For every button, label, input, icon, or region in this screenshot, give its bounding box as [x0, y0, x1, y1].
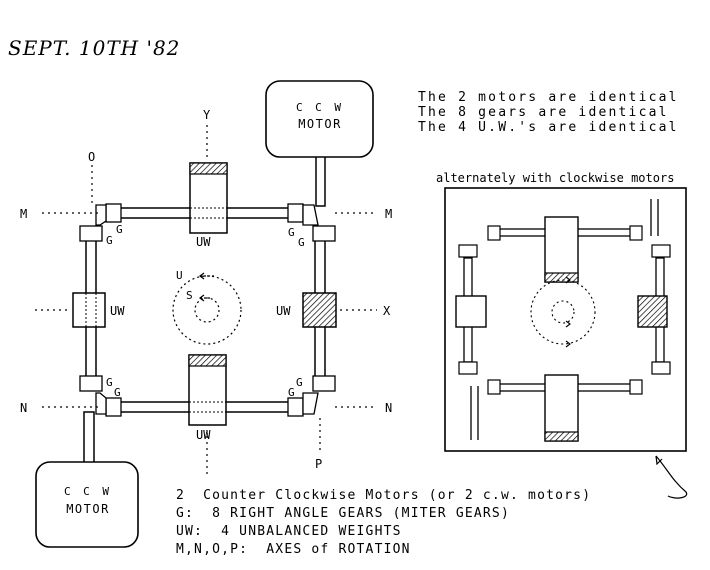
uw-label-right: UW — [276, 304, 291, 318]
fact-weights: The 4 U.W.'s are identical — [418, 120, 679, 135]
uw-label-bottom: UW — [196, 428, 211, 442]
uw-label-left: UW — [110, 304, 125, 318]
legend-gears: G: 8 RIGHT ANGLE GEARS (MITER GEARS) — [176, 506, 510, 521]
gear-label-br-2: G — [288, 386, 295, 399]
gears-main — [79, 203, 336, 417]
axis-label-u: U — [176, 269, 183, 282]
axis-label-s: S — [186, 289, 193, 302]
legend-motors: 2 Counter Clockwise Motors (or 2 c.w. mo… — [176, 488, 592, 503]
gear-label-tl-2: G — [106, 234, 113, 247]
legend: 2 Counter Clockwise Motors (or 2 c.w. mo… — [176, 487, 591, 559]
motor-top-line2: MOTOR — [298, 117, 342, 131]
rotation-arrows — [199, 272, 214, 302]
gear-label-tr-1: G — [288, 226, 295, 239]
uw-right — [302, 292, 337, 328]
inset-gears — [458, 225, 671, 395]
center-rotation — [172, 275, 242, 345]
axis-label-p: P — [315, 457, 322, 471]
axis-lines — [35, 125, 377, 475]
motor-top — [265, 80, 374, 158]
motor-bottom-line1: C C W — [64, 485, 112, 498]
axis-label-y: Y — [203, 108, 211, 122]
callout-arrow — [655, 455, 688, 499]
motor-bottom-line2: MOTOR — [66, 502, 110, 516]
date-note: SEPT. 10TH '82 — [8, 36, 181, 60]
legend-axes: M,N,O,P: AXES of ROTATION — [176, 542, 411, 557]
fact-gears: The 8 gears are identical — [418, 105, 669, 120]
uw-label-top: UW — [196, 235, 211, 249]
axis-label-m-right: M — [385, 207, 392, 221]
axis-label-m-left: M — [20, 207, 27, 221]
uw-left — [72, 292, 106, 328]
uw-bottom — [188, 354, 227, 426]
gear-label-bl-2: G — [114, 386, 121, 399]
gear-label-br-1: G — [296, 376, 303, 389]
motor-bottom — [35, 461, 139, 548]
motor-top-line1: C C W — [296, 101, 344, 114]
uw-top — [189, 162, 228, 234]
axis-label-n-left: N — [20, 401, 27, 415]
inset-caption: alternately with clockwise motors — [436, 171, 675, 185]
axis-label-o: O — [88, 150, 95, 164]
fact-motors: The 2 motors are identical — [418, 90, 679, 105]
facts-block: The 2 motors are identical The 8 gears a… — [418, 90, 679, 135]
axis-label-n-right: N — [385, 401, 392, 415]
gear-label-tl-1: G — [116, 223, 123, 236]
legend-weights: UW: 4 UNBALANCED WEIGHTS — [176, 524, 402, 539]
gear-label-tr-2: G — [298, 236, 305, 249]
inset-weights — [455, 216, 668, 442]
inset-rotation-arrows — [565, 276, 571, 348]
gear-label-bl-1: G — [106, 376, 113, 389]
inset-center-rotation — [530, 279, 596, 345]
axis-label-x: X — [383, 304, 391, 318]
